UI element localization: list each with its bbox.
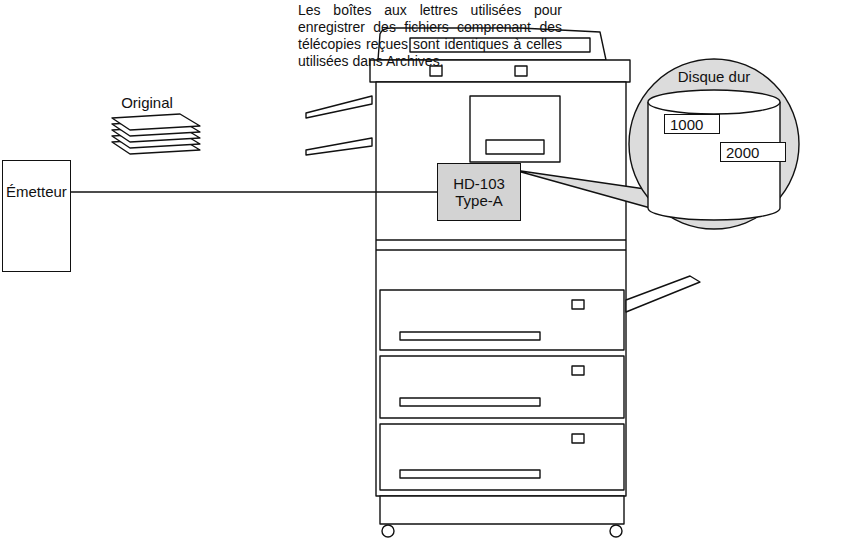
fax-line — [71, 191, 437, 193]
original-label: Original — [112, 94, 182, 112]
wheel — [610, 525, 622, 537]
hard-disk-box: HD-103 Type-A — [437, 163, 521, 221]
node-text: 1000 — [670, 116, 703, 133]
paper-drawer — [380, 356, 624, 418]
wheel — [382, 525, 394, 537]
bypass-tray — [626, 276, 700, 312]
node-text: Émetteur — [6, 183, 67, 200]
output-tray — [306, 138, 372, 155]
disk-callout-circle: Disque dur 1000 2000 — [628, 58, 800, 230]
copier-body — [376, 82, 626, 496]
base-cabinet — [380, 496, 624, 524]
output-tray — [306, 96, 372, 118]
output-bay — [470, 96, 560, 162]
paper-drawer — [380, 424, 624, 490]
node-text: HD-103 Type-A — [442, 175, 516, 209]
node-text: Disque dur — [678, 68, 751, 85]
paper-drawer — [380, 290, 624, 350]
sender-box: Émetteur — [2, 160, 71, 272]
mailbox-box: 1000 — [664, 114, 720, 134]
note-text: Les boîtes aux lettres utilisées pour en… — [298, 2, 562, 70]
disk-cylinder-top — [648, 90, 780, 114]
original-paper-stack — [112, 114, 200, 154]
node-text: 2000 — [726, 144, 759, 161]
mailbox-box: 2000 — [720, 142, 786, 162]
